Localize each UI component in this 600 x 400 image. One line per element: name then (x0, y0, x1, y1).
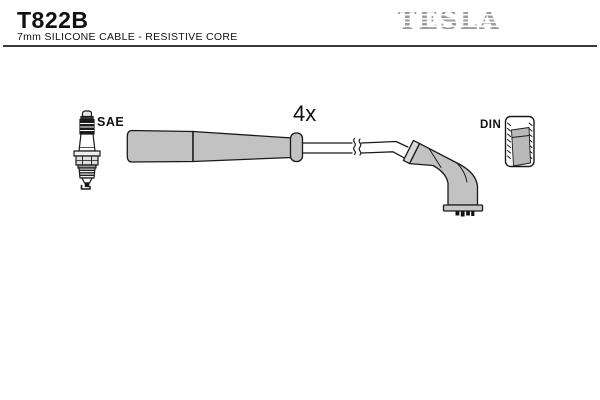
cable-spec-subtitle: 7mm SILICONE CABLE - RESISTIVE CORE (17, 31, 238, 43)
part-number: T822B (17, 7, 89, 33)
cable-wire (301, 137, 409, 159)
spark-plug-tip (81, 177, 93, 184)
quantity-label: 4x (293, 101, 316, 126)
elbow-boot-crease-1 (428, 148, 442, 168)
cable-straight-boot (126, 129, 304, 163)
boot-taper (192, 130, 293, 163)
din-ribs-left (507, 122, 511, 159)
elbow-boot-flange (442, 204, 484, 212)
elbow-boot-teeth (455, 211, 475, 217)
din-inner-panel (511, 127, 531, 167)
spark-plug-ground-electrode (80, 184, 91, 190)
din-label: DIN (480, 119, 501, 131)
spark-plug-center-electrode (84, 182, 90, 188)
spark-plug-icon (73, 110, 101, 190)
boot-collar (289, 132, 304, 163)
spark-plug-washer (73, 150, 101, 157)
sae-label: SAE (97, 115, 124, 129)
cable-break-icon (353, 137, 362, 156)
cable-elbow-boot (402, 139, 484, 217)
din-panel-line (511, 135, 530, 138)
din-connector-icon (504, 115, 535, 168)
elbow-boot-crease-2 (456, 162, 468, 183)
header-divider-line (3, 45, 597, 47)
boot-cylinder (126, 129, 194, 163)
elbow-boot-body (408, 142, 479, 206)
spark-plug-ceramic (78, 133, 96, 152)
